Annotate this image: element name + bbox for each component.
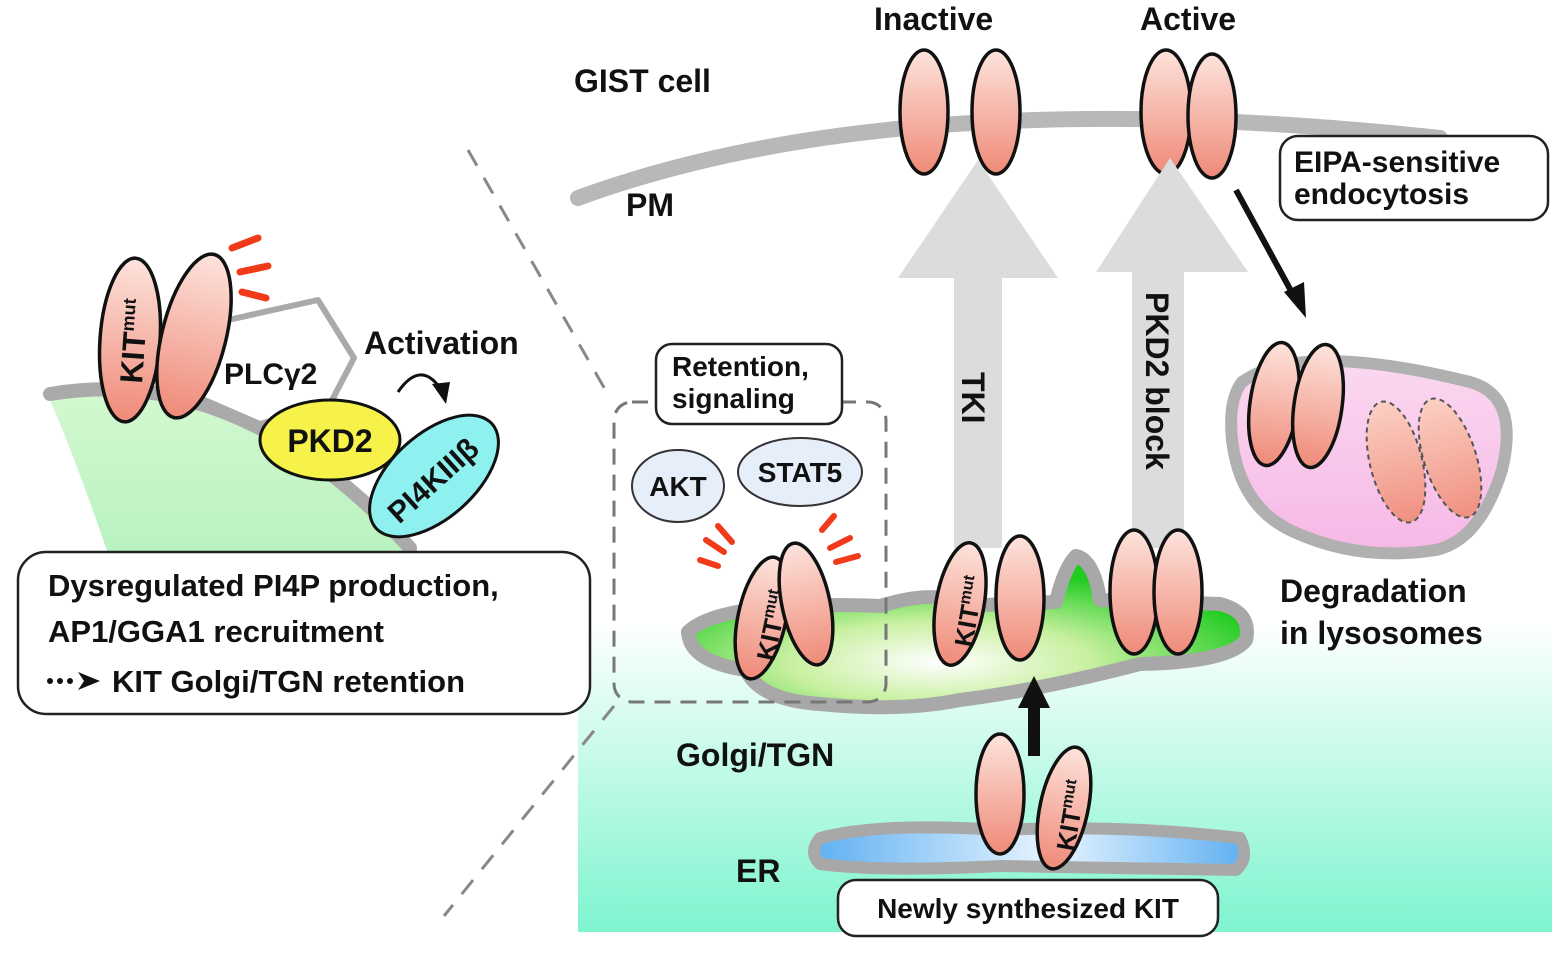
eipa-line1: EIPA-sensitive <box>1294 146 1500 179</box>
newly-synthesized-box: Newly synthesized KIT <box>836 878 1220 938</box>
plcg2-label: PLCγ2 <box>224 358 317 391</box>
degraded-kit <box>1417 397 1483 519</box>
er-membrane <box>808 821 1251 876</box>
signal-marks-left <box>697 523 735 569</box>
er-label: ER <box>736 853 780 889</box>
kit-receptor <box>777 541 835 667</box>
lysosome <box>1225 340 1513 560</box>
stat5-label: STAT5 <box>758 457 843 488</box>
kit-receptor <box>1152 528 1204 656</box>
signal-marks-inset <box>228 234 272 302</box>
kit-receptor <box>970 48 1022 176</box>
pkd2-block-transport-arrow <box>1096 158 1248 548</box>
newly-synthesized-label: Newly synthesized KIT <box>877 893 1179 924</box>
gist-cell-label: GIST cell <box>574 63 711 99</box>
er-kit-pair: KITmut <box>974 732 1093 871</box>
endocytosis-arrow <box>1233 188 1299 305</box>
er-to-golgi-arrow <box>1018 676 1050 756</box>
activation-label: Activation <box>364 325 519 361</box>
plasma-membrane <box>570 110 1448 206</box>
degradation-line1: Degradation <box>1280 573 1467 609</box>
retention-line2: signaling <box>672 383 795 414</box>
activation-curved-arrow <box>396 373 442 393</box>
kit-mut-label: KITmut <box>113 298 155 385</box>
pkd2-block-kit-pair <box>1108 528 1204 656</box>
kit-mut-label: KITmut <box>948 573 990 649</box>
kit-receptor <box>1290 342 1346 470</box>
kit-mut-label: KITmut <box>1050 777 1092 853</box>
left-membrane <box>43 382 417 555</box>
kit-mut-label: KITmut <box>751 587 795 664</box>
activation-arrow-head <box>432 382 450 404</box>
cell-interior <box>578 114 1552 932</box>
kit-receptor <box>974 732 1026 856</box>
eipa-endocytosis-box: EIPA-sensitive endocytosis <box>1278 134 1550 222</box>
tki-kit-pair: KITmut <box>932 534 1046 667</box>
stat5-bubble: STAT5 <box>737 437 863 507</box>
box-line1: Dysregulated PI4P production, <box>48 568 499 603</box>
eipa-line2: endocytosis <box>1294 178 1469 211</box>
box-line2: AP1/GGA1 recruitment <box>48 614 384 649</box>
endocytosis-arrow-head <box>1284 282 1306 318</box>
kit-receptor <box>1108 528 1160 656</box>
pkd2-block-label: PKD2 block <box>1139 292 1175 470</box>
active-label: Active <box>1140 1 1236 37</box>
kit-receptor <box>932 541 988 667</box>
inactive-kit-pair <box>898 48 1022 176</box>
pkd2-label: PKD2 <box>287 423 372 459</box>
left-membrane-fill <box>50 387 410 560</box>
box-line3: KIT Golgi/TGN retention <box>112 664 465 699</box>
dotted-arrow-icon <box>47 672 100 690</box>
retention-line1: Retention, <box>672 351 809 382</box>
degradation-line2: in lysosomes <box>1280 615 1483 651</box>
kit-receptor <box>1139 48 1193 176</box>
degraded-kit <box>1365 400 1427 524</box>
mechanism-summary-box: Dysregulated PI4P production, AP1/GGA1 r… <box>16 550 592 716</box>
kit-receptor <box>1035 745 1093 871</box>
pm-label: PM <box>626 187 674 223</box>
zoom-dashed-line <box>466 149 612 399</box>
pkd2-oval: PKD2 <box>258 398 402 482</box>
zoom-dashed-line-lower <box>442 705 616 917</box>
kit-receptor <box>994 534 1046 662</box>
kit-receptor <box>1186 52 1238 180</box>
kit-receptor <box>155 252 233 420</box>
retention-kit-pair: KITmut <box>733 541 835 681</box>
signal-marks-right <box>819 513 861 565</box>
kit-receptor <box>898 48 950 176</box>
left-kit-pair: KITmut <box>97 252 233 424</box>
inactive-label: Inactive <box>874 1 993 37</box>
tki-transport-arrow <box>898 160 1058 548</box>
akt-label: AKT <box>649 471 707 502</box>
golgi-label: Golgi/TGN <box>676 737 834 773</box>
retention-signaling-box: Retention, signaling <box>654 342 844 426</box>
tki-label: TKI <box>955 372 991 424</box>
akt-bubble: AKT <box>631 449 725 523</box>
